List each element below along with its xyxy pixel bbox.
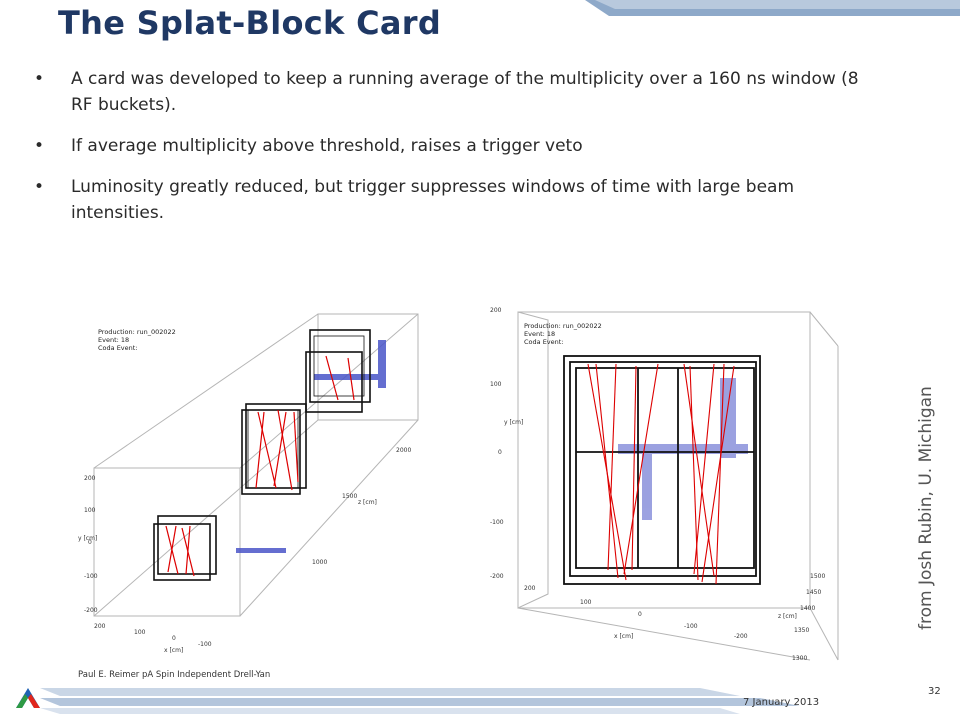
header-accent-band — [585, 0, 960, 16]
bullet-list: • A card was developed to keep a running … — [34, 66, 864, 241]
footer-date: 7 January 2013 — [743, 697, 820, 708]
bullet-glyph: • — [34, 69, 45, 89]
x-tick: -200 — [734, 633, 748, 640]
z-tick: 1500 — [810, 573, 825, 580]
z-tick: 1450 — [806, 589, 821, 596]
page-number: 32 — [928, 686, 941, 697]
y-tick: -200 — [490, 573, 504, 580]
y-axis-label: y [cm] — [78, 535, 97, 542]
slide-title: The Splat-Block Card — [58, 4, 442, 42]
z-axis-label: z [cm] — [778, 613, 797, 620]
info-production: Production: run_002022 — [524, 322, 602, 330]
z-tick: 1350 — [794, 627, 809, 634]
image-credit: from Josh Rubin, U. Michigan — [916, 386, 936, 630]
bullet-text: If average multiplicity above threshold,… — [71, 136, 583, 156]
bullet-text: A card was developed to keep a running a… — [71, 69, 859, 115]
info-coda: Coda Event: — [524, 338, 564, 346]
info-production: Production: run_002022 — [98, 328, 176, 336]
y-axis-label: y [cm] — [504, 419, 523, 426]
x-tick: -100 — [684, 623, 698, 630]
x-tick: 200 — [524, 585, 536, 592]
x-tick: 0 — [638, 611, 642, 618]
z-tick: 1300 — [792, 655, 807, 662]
info-event: Event: 18 — [524, 330, 555, 338]
y-tick: 100 — [84, 507, 96, 514]
x-axis-label: x [cm] — [614, 633, 633, 640]
x-axis-label: x [cm] — [164, 647, 183, 654]
z-axis-label: z [cm] — [358, 499, 377, 506]
y-tick: 200 — [84, 475, 96, 482]
z-tick: 2000 — [396, 447, 411, 454]
x-tick: -100 — [198, 641, 212, 648]
bullet-text: Luminosity greatly reduced, but trigger … — [71, 177, 795, 223]
bullet-glyph: • — [34, 136, 45, 156]
x-tick: 100 — [580, 599, 592, 606]
y-tick: -100 — [84, 573, 98, 580]
y-tick: 200 — [490, 307, 502, 314]
bullet-item: • If average multiplicity above threshold… — [34, 133, 864, 159]
footer-author: Paul E. Reimer pA Spin Independent Drell… — [78, 670, 271, 680]
z-tick: 1400 — [800, 605, 815, 612]
info-event: Event: 18 — [98, 336, 129, 344]
right-event-display: Production: run_002022 Event: 18 Coda Ev… — [488, 298, 840, 670]
x-tick: 100 — [134, 629, 146, 636]
left-event-display: Production: run_002022 Event: 18 Coda Ev… — [78, 300, 480, 662]
bullet-item: • A card was developed to keep a running … — [34, 66, 864, 118]
info-coda: Coda Event: — [98, 344, 138, 352]
y-tick: -100 — [490, 519, 504, 526]
bullet-glyph: • — [34, 177, 45, 197]
y-tick: 0 — [498, 449, 502, 456]
x-tick: 0 — [172, 635, 176, 642]
bullet-item: • Luminosity greatly reduced, but trigger… — [34, 174, 864, 226]
lab-logo-icon — [16, 688, 40, 708]
footer-accent-band — [40, 688, 800, 714]
x-tick: 200 — [94, 623, 106, 630]
y-tick: -200 — [84, 607, 98, 614]
y-tick: 100 — [490, 381, 502, 388]
y-tick: 0 — [88, 539, 92, 546]
z-tick: 1500 — [342, 493, 357, 500]
z-tick: 1000 — [312, 559, 327, 566]
